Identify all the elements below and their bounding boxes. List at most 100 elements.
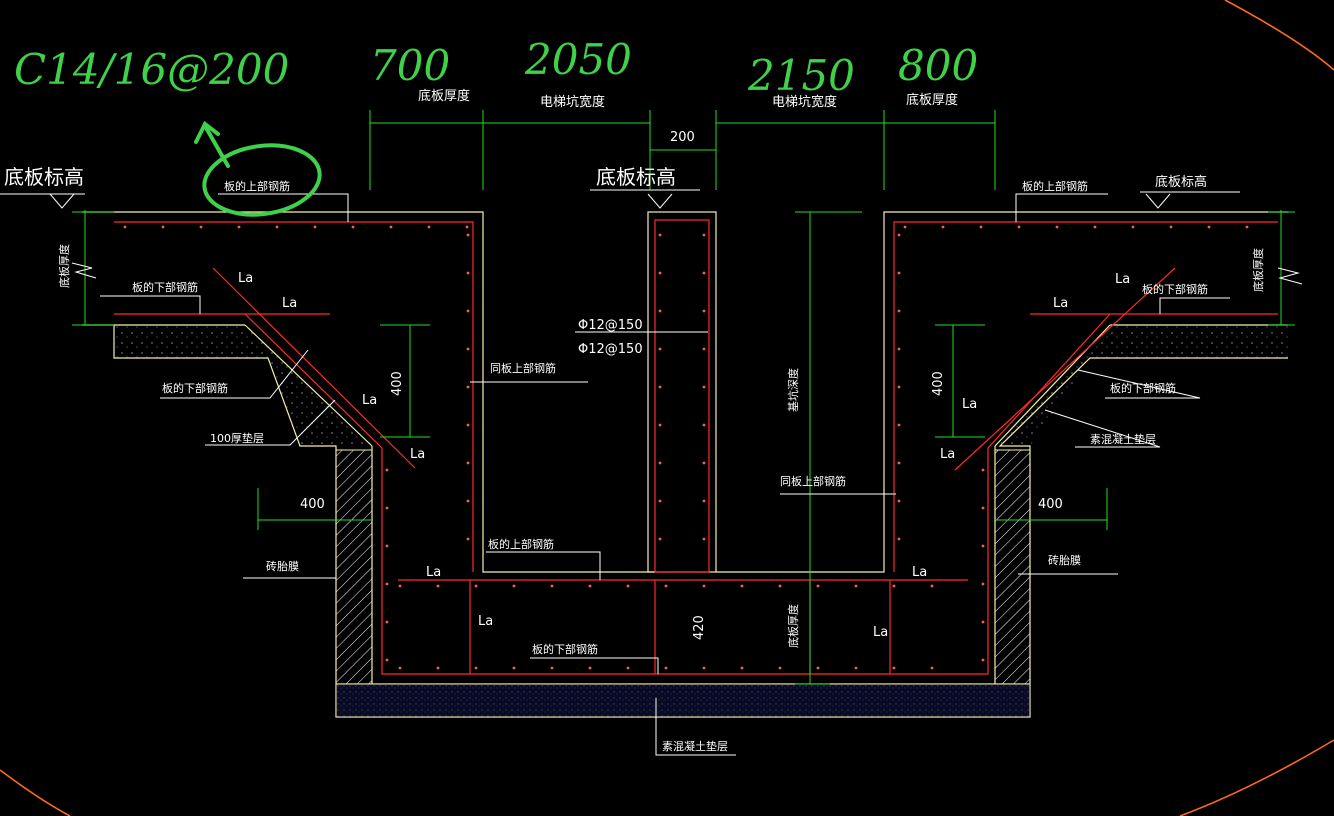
rebar-dot <box>1131 225 1135 229</box>
rebar-dot <box>550 584 554 588</box>
rebar-dot <box>897 423 901 427</box>
rebar-dot <box>702 233 706 237</box>
bottom-cushion <box>335 683 1031 718</box>
rebar-dot <box>702 385 706 389</box>
handwritten-rebar-spec: C14/16@200 <box>14 45 289 94</box>
label-same-top-rebar-left: 同板上部钢筋 <box>490 361 556 375</box>
rebar-dot <box>658 309 662 313</box>
rebar-dot <box>981 506 985 510</box>
rebar-dot <box>237 225 241 229</box>
rebar-dot <box>892 584 896 588</box>
label-dim-200: 200 <box>670 130 695 145</box>
label-base-elev-center: 底板标高 <box>596 165 676 189</box>
rebar-dot <box>1093 225 1097 229</box>
rebar-dot <box>161 225 165 229</box>
rebar-dot <box>474 666 478 670</box>
rebar-dot <box>658 461 662 465</box>
label-la-6: La <box>1053 296 1068 311</box>
label-dim-400-vert-left: 400 <box>390 371 405 396</box>
rebar-dot <box>385 468 389 472</box>
label-base-elev-left: 底板标高 <box>4 165 84 189</box>
rebar-dot <box>903 225 907 229</box>
label-dim-400-horiz-right: 400 <box>1038 497 1063 512</box>
rebar-dot <box>854 666 858 670</box>
rebar-dot <box>658 271 662 275</box>
rebar-dot <box>658 347 662 351</box>
handwritten-2150: 2150 <box>747 51 855 100</box>
rebar-dot <box>1207 225 1211 229</box>
concrete-outline <box>82 211 1288 718</box>
rebar-dot <box>941 225 945 229</box>
right-brick-mold <box>994 449 1031 685</box>
rebar-dot <box>702 666 706 670</box>
label-base-thickness-left: 底板厚度 <box>418 88 470 104</box>
rebar-dot <box>466 461 470 465</box>
left-brick-mold <box>335 449 373 685</box>
rebar-dot <box>897 499 901 503</box>
label-la-11: La <box>478 614 493 629</box>
rebar-dot <box>702 271 706 275</box>
label-slab-bottom-rebar-right-2: 板的下部钢筋 <box>1110 381 1176 395</box>
rebar-dot <box>1245 225 1249 229</box>
label-la-10: La <box>912 565 927 580</box>
dimension-lines <box>72 110 1295 685</box>
rebar-dot <box>466 347 470 351</box>
rebar-dot <box>740 584 744 588</box>
rebar-dot <box>313 225 317 229</box>
rebar-dot <box>512 584 516 588</box>
label-cushion-100: 100厚垫层 <box>210 431 264 445</box>
rebar-dot <box>466 499 470 503</box>
rebar-dot <box>778 666 782 670</box>
label-base-thickness-vert-right: 底板厚度 <box>1251 248 1265 292</box>
rebar-dot <box>385 658 389 662</box>
rebar-dot <box>1017 225 1021 229</box>
label-dim-400-horiz-left: 400 <box>300 497 325 512</box>
label-la-7: La <box>962 397 977 412</box>
label-slab-bottom-rebar-right-1: 板的下部钢筋 <box>1142 282 1208 296</box>
rebar-dot <box>897 537 901 541</box>
label-slab-top-rebar-base: 板的上部钢筋 <box>488 537 554 551</box>
rebar-dot <box>588 666 592 670</box>
rebar-dot <box>702 537 706 541</box>
rebar-dot <box>702 584 706 588</box>
rebar-dot <box>466 271 470 275</box>
label-slab-bottom-rebar-left-2: 板的下部钢筋 <box>162 381 228 395</box>
label-slab-top-rebar-right: 板的上部钢筋 <box>1022 179 1088 193</box>
rebar-dot <box>981 468 985 472</box>
rebar-dot <box>816 666 820 670</box>
label-la-9: La <box>426 565 441 580</box>
label-brick-mold-left: 砖胎膜 <box>266 559 299 573</box>
rebar-dot <box>930 666 934 670</box>
rebar-dot <box>466 309 470 313</box>
rebar-dot <box>466 385 470 389</box>
rebar-dot <box>465 225 469 229</box>
label-la-12: La <box>873 625 888 640</box>
rebar-dot <box>398 666 402 670</box>
rebar-dot <box>658 537 662 541</box>
rebar-dot <box>854 584 858 588</box>
label-slab-bottom-rebar-base: 板的下部钢筋 <box>532 642 598 656</box>
label-la-3: La <box>362 393 377 408</box>
label-rebar-phi-2: Φ12@150 <box>578 342 643 357</box>
label-pit-depth: 基坑深度 <box>786 368 800 412</box>
label-slab-bottom-rebar-left-1: 板的下部钢筋 <box>132 280 198 294</box>
label-rebar-phi-1: Φ12@150 <box>578 318 643 333</box>
handwritten-2050: 2050 <box>524 35 632 84</box>
rebar-dot <box>897 309 901 313</box>
label-la-1: La <box>238 271 253 286</box>
rebar-dots <box>123 225 1249 670</box>
rebar-dot <box>702 499 706 503</box>
label-brick-mold-right: 砖胎膜 <box>1048 553 1081 567</box>
label-base-thickness-right: 底板厚度 <box>906 92 958 108</box>
rebar-dot <box>897 385 901 389</box>
rebar-dot <box>981 544 985 548</box>
rebar-dot <box>275 225 279 229</box>
label-pit-width-left: 电梯坑宽度 <box>540 94 605 110</box>
rebar-dot <box>702 309 706 313</box>
rebar-dot <box>897 271 901 275</box>
rebar-dot <box>626 666 630 670</box>
rebar-dot <box>385 620 389 624</box>
rebar-dot <box>427 225 431 229</box>
